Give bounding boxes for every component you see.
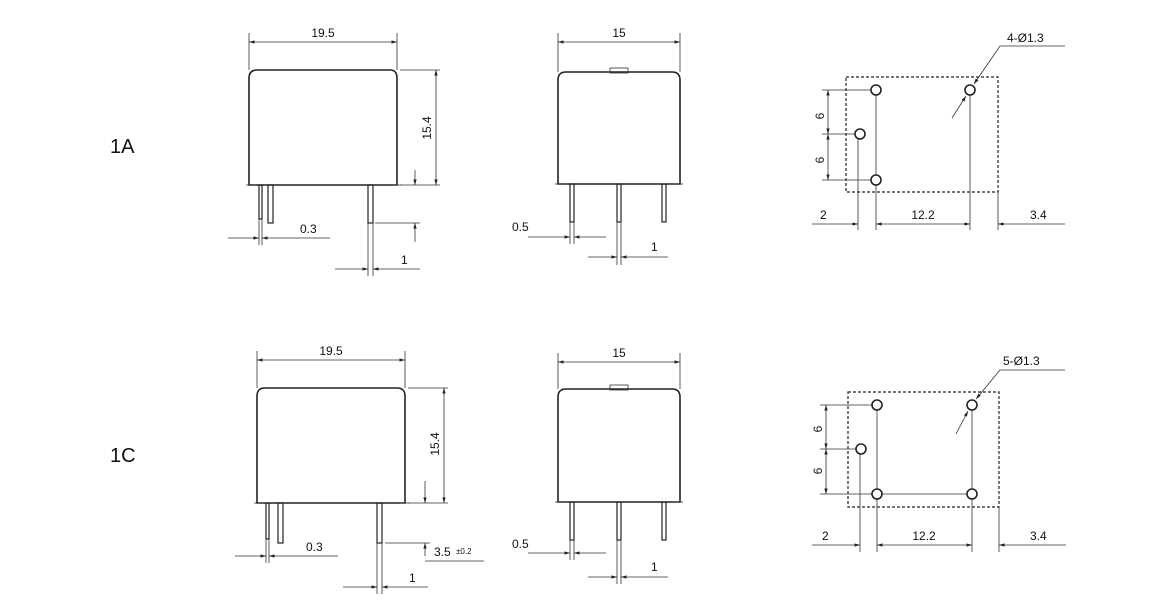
row-1a: 1A 19.5 15.4 0.3 [110,26,1065,276]
front-pin-thickness-1c: 0.3 [306,540,323,554]
front-pin-width-1a: 1 [401,253,408,267]
row-label-1c: 1C [110,445,136,467]
front-pin-length-1c: 3.5 [434,545,451,559]
side-pin-width-1a: 1 [651,240,658,254]
footprint-v1-1c: 6 [811,425,825,432]
side-view-1a: 15 0.5 1 [512,26,683,265]
footprint-left-1a: 2 [820,208,827,222]
footprint-holes-1c: 5-Ø1.3 [1003,354,1040,368]
front-height-1c: 15.4 [428,432,442,456]
front-view-1a: 19.5 15.4 0.3 1 [228,26,440,276]
footprint-left-1c: 2 [822,529,829,543]
front-pin-width-1c: 1 [409,571,416,585]
front-pin-length-tol-1c: ±0.2 [456,547,472,556]
footprint-right-1c: 3.4 [1030,529,1047,543]
side-pin-offset-1c: 0.5 [512,537,529,551]
front-pin-thickness-1a: 0.3 [300,222,317,236]
row-1c: 1C 19.5 15.4 3.5 ±0.2 [110,344,1066,594]
footprint-v1-1a: 6 [813,112,827,119]
front-width-1a: 19.5 [311,26,335,40]
footprint-span-1a: 12.2 [911,208,935,222]
side-view-1c: 15 0.5 1 [512,346,683,584]
side-width-1c: 15 [612,346,626,360]
front-width-1c: 19.5 [319,344,343,358]
front-view-1c: 19.5 15.4 3.5 ±0.2 0.3 [235,344,484,594]
footprint-holes-1a: 4-Ø1.3 [1007,31,1044,45]
side-pin-offset-1a: 0.5 [512,220,529,234]
footprint-right-1a: 3.4 [1030,208,1047,222]
footprint-span-1c: 12.2 [912,529,936,543]
front-height-1a: 15.4 [420,116,434,140]
footprint-1a: 6 6 4-Ø1.3 2 12.2 3.4 [812,31,1065,230]
footprint-1c: 6 6 5-Ø1.3 2 12.2 3.4 [811,354,1066,552]
row-label-1a: 1A [110,136,135,158]
side-width-1a: 15 [612,26,626,40]
footprint-v2-1a: 6 [813,156,827,163]
footprint-v2-1c: 6 [811,467,825,474]
side-pin-width-1c: 1 [651,560,658,574]
